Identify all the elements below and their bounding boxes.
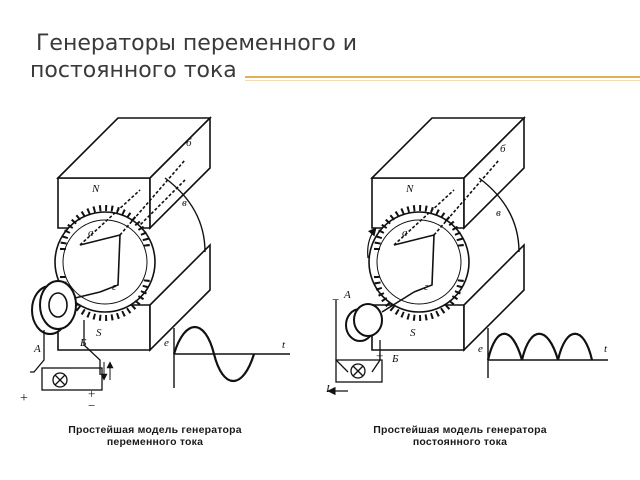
ac-caption-line-1: Простейшая модель генератора [68,424,242,436]
right-label-brush-b: Б [391,353,399,365]
right-label-g: г [424,281,429,293]
dc-generator-model [327,116,608,396]
right-label-minus: − [332,292,339,307]
left-label-plus: + [20,391,28,406]
left-label-brush-a: А [33,343,41,355]
armature [367,159,520,321]
left-label-a: а [88,227,94,239]
title-line-1: Генераторы переменного и [36,31,358,56]
dc-caption: Простейшая модель генератора постоянного… [335,424,585,448]
left-label-g: г [112,281,117,293]
ac-emf-graph [172,325,290,388]
dc-rectified-wave [486,332,594,361]
ac-caption-line-2: переменного тока [106,436,204,448]
right-label-v: в [496,207,501,219]
external-circuit [30,320,114,391]
right-label-north: N [405,183,414,195]
slip-rings [31,280,101,335]
north-pole [370,116,526,230]
right-label-e: е [478,343,483,355]
left-label-plus-2: + [88,386,95,401]
right-label-plus: + [376,348,383,363]
south-pole [57,243,211,352]
right-label-brush-a: А [343,289,351,301]
ac-sine-wave [172,325,256,383]
right-label-t: t [604,343,608,355]
north-pole [56,116,212,230]
right-label-a: а [402,227,408,239]
left-label-north: N [91,183,100,195]
left-label-brush-b: Б [79,337,87,349]
external-circuit [327,300,383,396]
commutator [345,291,415,342]
left-label-t: t [282,339,286,351]
dc-caption-line-2: постоянного тока [412,436,508,448]
title-underline-thin [245,80,640,81]
slide-title: Генераторы переменного и постоянного ток… [30,30,630,84]
left-label-south: S [96,327,102,339]
right-label-b: б [500,143,506,155]
title-underline [245,76,640,78]
right-label-current: I [325,383,331,395]
left-label-b: б [186,137,192,149]
ac-generator-model [30,116,290,391]
title-line-2: постоянного тока [30,58,237,83]
right-label-south: S [410,327,416,339]
dc-emf-graph [486,328,608,378]
ac-caption: Простейшая модель генератора переменного… [30,424,280,448]
left-label-e: е [164,337,169,349]
left-label-minus: − [88,398,95,413]
left-label-v: в [182,197,187,209]
dc-caption-line-1: Простейшая модель генератора [373,424,547,436]
